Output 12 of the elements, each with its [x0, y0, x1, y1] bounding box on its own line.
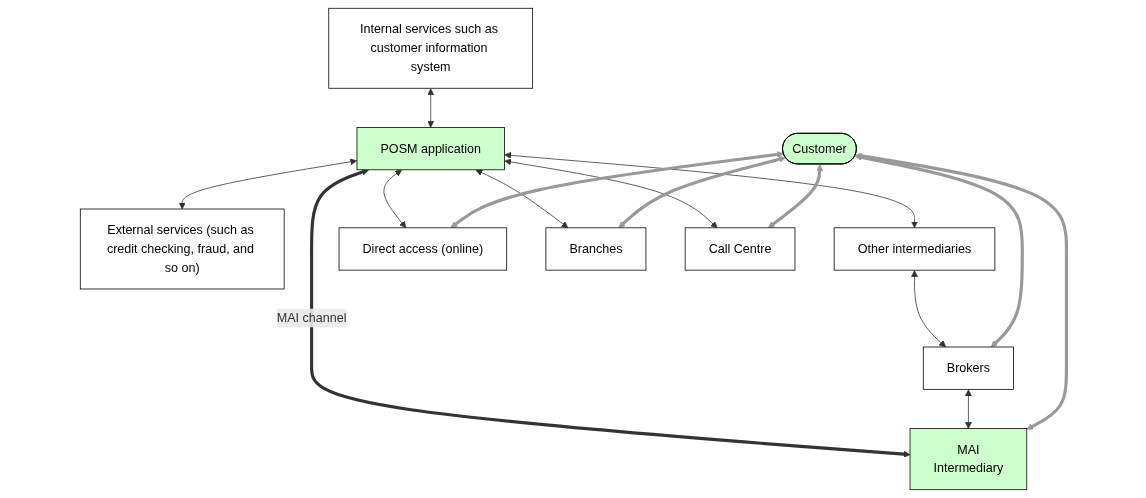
- node-box: External services (such as credit checking, fraud, and so on): [79, 208, 285, 290]
- node-box: MAI Intermediary: [909, 428, 1027, 491]
- node-box: Internal services such as customer information system: [328, 7, 533, 89]
- edge-label: MAI channel: [276, 310, 347, 325]
- node-box: Brokers: [922, 346, 1014, 390]
- node-box: Other intermediaries: [833, 227, 995, 271]
- node-box: POSM application: [356, 127, 505, 171]
- node-box: Branches: [545, 227, 646, 271]
- arrow: [767, 164, 823, 229]
- node-box: Direct access (online): [338, 227, 507, 271]
- arrow: [618, 156, 786, 229]
- node-box: Call Centre: [684, 227, 795, 271]
